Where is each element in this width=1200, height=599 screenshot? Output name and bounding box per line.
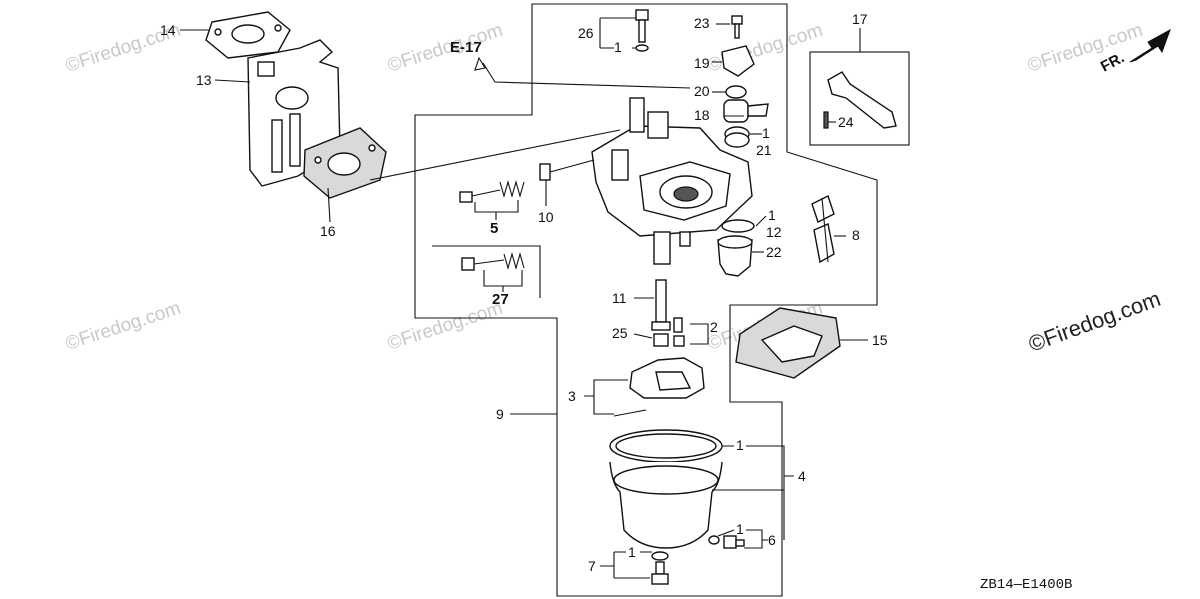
- callout-17: 17: [852, 11, 868, 27]
- callout-5: 5: [490, 220, 498, 237]
- callout-25: 25: [612, 325, 628, 341]
- part-16-gasket: [303, 127, 387, 199]
- part-25-jet: [653, 333, 669, 347]
- callout-13: 13: [196, 72, 212, 88]
- watermark-4: ©Firedog.com: [1025, 20, 1145, 77]
- part-11-nozzle: [651, 279, 671, 331]
- callout-15: 15: [872, 332, 888, 348]
- leader-lines: [180, 17, 868, 579]
- callout-12: 12: [766, 224, 782, 240]
- part-1-washer-a: [635, 44, 649, 52]
- callout-1-drain-washer: 1: [736, 521, 744, 537]
- part-3-float: [613, 357, 705, 417]
- part-12-oring: [721, 219, 755, 233]
- callout-9: 9: [496, 406, 504, 422]
- section-reference-arrow: [474, 56, 486, 71]
- callout-23: 23: [694, 15, 710, 31]
- callout-6: 6: [768, 532, 776, 548]
- callout-19: 19: [694, 55, 710, 71]
- part-8-choke-valve: [811, 195, 835, 264]
- section-reference-line: [482, 62, 691, 89]
- part-6-drain-screw: [708, 535, 745, 549]
- part-22-seat: [717, 235, 753, 277]
- callout-18: 18: [694, 107, 710, 123]
- part-18-knob: [723, 99, 769, 123]
- carburetor-body: [591, 97, 753, 265]
- callout-20: 20: [694, 83, 710, 99]
- part-14-gasket: [205, 11, 291, 59]
- callout-27: 27: [492, 291, 509, 308]
- callout-14: 14: [160, 22, 176, 38]
- part-21-piece: [724, 126, 750, 148]
- callout-2: 2: [710, 319, 718, 335]
- part-10-screw: [539, 159, 595, 181]
- part-27-screw: [461, 251, 525, 271]
- part-23-screw: [731, 15, 743, 39]
- callout-21: 21: [756, 142, 772, 158]
- callout-10: 10: [538, 209, 554, 225]
- part-4-float-bowl: [609, 461, 723, 549]
- part-1-bowl-gasket: [609, 429, 723, 463]
- watermark-dark: ©Firedog.com: [1025, 286, 1164, 357]
- diagram-reference-code: ZB14—E1400B: [980, 577, 1072, 593]
- callout-26: 26: [578, 25, 594, 41]
- callout-1-bolt-washer: 1: [628, 544, 636, 560]
- callout-7: 7: [588, 558, 596, 574]
- watermark-2: ©Firedog.com: [385, 20, 505, 77]
- callout-3: 3: [568, 388, 576, 404]
- callout-1-washer-a: 1: [614, 39, 622, 55]
- part-20-oring: [725, 85, 747, 99]
- part-27-box: [432, 245, 541, 298]
- part-5-screw-spring: [459, 179, 525, 203]
- callout-11: 11: [612, 290, 627, 306]
- callout-1-oring: 1: [768, 207, 776, 223]
- watermark-3: ©Firedog.com: [705, 20, 825, 77]
- part-19-cap: [721, 45, 755, 77]
- callout-4: 4: [798, 468, 806, 484]
- section-reference: E-17: [450, 39, 482, 56]
- assembly-boundary: [414, 3, 878, 597]
- callout-8: 8: [852, 227, 860, 243]
- callout-24: 24: [838, 114, 854, 130]
- watermark-6: ©Firedog.com: [385, 298, 505, 355]
- part-17-lever: [827, 71, 897, 129]
- part-24-pin: [823, 111, 829, 129]
- callout-labels: 14 13 16 26 1 23 19 20 18 1 21 17 24 8 1…: [160, 11, 888, 574]
- callout-16: 16: [320, 223, 336, 239]
- callout-1-knob: 1: [762, 125, 770, 141]
- callout-22: 22: [766, 244, 782, 260]
- part-26-screw: [635, 9, 649, 43]
- watermark-5: ©Firedog.com: [63, 298, 183, 355]
- callout-1-bowl-gasket: 1: [736, 437, 744, 453]
- part-7-bolt: [651, 551, 669, 585]
- part-15-gasket: [735, 307, 841, 379]
- part-2-float-valve: [673, 317, 685, 347]
